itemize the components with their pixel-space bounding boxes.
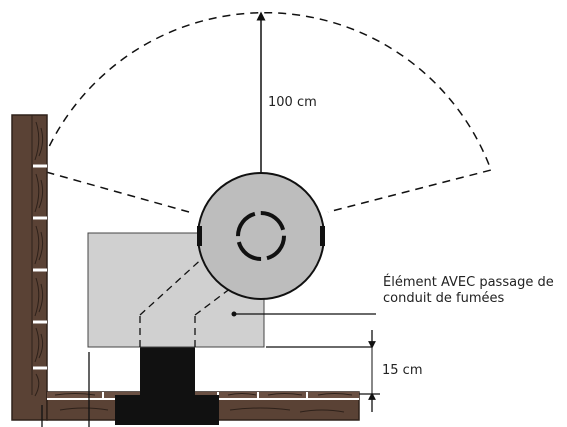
element-label-line1: Élément AVEC passage de xyxy=(383,274,554,290)
stove-pedestal xyxy=(140,347,195,395)
wooden-wall xyxy=(11,114,48,421)
clearance-bottom-label: 15 cm xyxy=(382,363,423,378)
leader-dot xyxy=(231,311,237,317)
element-label-line2: conduit de fumées xyxy=(383,291,505,306)
clearance-top-label: 100 cm xyxy=(268,95,317,110)
stove-base xyxy=(115,395,219,425)
round-stove xyxy=(197,172,325,300)
